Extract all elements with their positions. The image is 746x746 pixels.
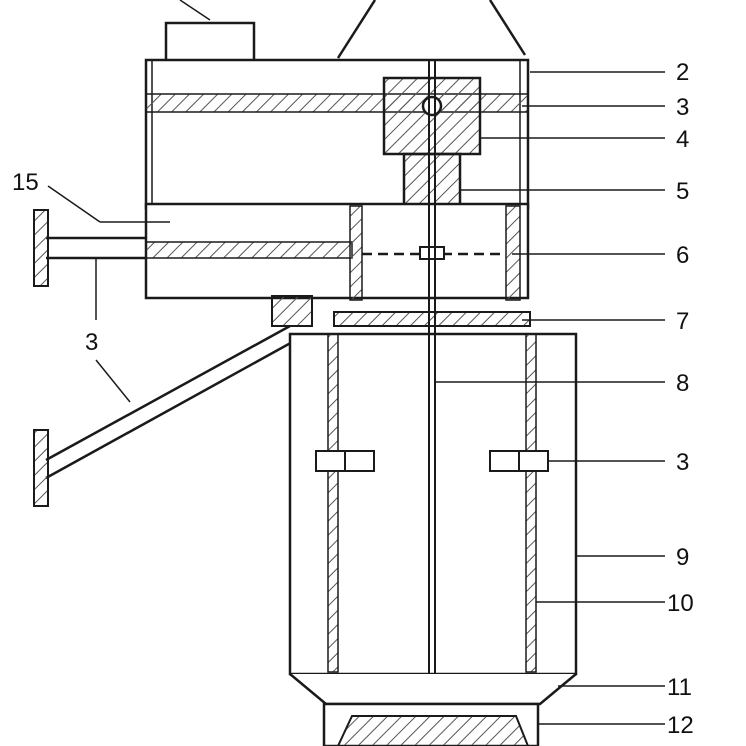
plate: [333, 311, 531, 327]
chamber-right-wall: [505, 205, 521, 301]
inner-tube-right: [525, 333, 537, 673]
label-15: 15: [12, 169, 39, 196]
label-9: 9: [676, 544, 689, 571]
outlet-flange: [33, 429, 49, 507]
chamber-left-wall: [349, 205, 363, 301]
top-box: [164, 21, 256, 63]
inlet-flange: [33, 209, 49, 287]
label-3b: 3: [676, 449, 689, 476]
label-7: 7: [676, 308, 689, 335]
funnel-left-side: [336, 0, 377, 59]
label-11: 11: [667, 674, 692, 701]
label-3a: 3: [676, 94, 689, 121]
lower-hatched-bar: [145, 241, 353, 259]
funnel-right-side: [488, 0, 527, 56]
shaft-circle: [421, 95, 443, 117]
label-8: 8: [676, 370, 689, 397]
filter-center-mark: [419, 246, 445, 260]
label-3c: 3: [85, 329, 98, 356]
label-12: 12: [667, 712, 694, 739]
diag-pipe-bottom: [45, 338, 297, 480]
coupling: [402, 152, 462, 214]
leader-3c-b: [95, 359, 131, 403]
outlet-connector: [271, 295, 313, 327]
cone-bottom: [289, 673, 577, 706]
top-leader-line: [179, 0, 211, 21]
label-2: 2: [676, 59, 689, 86]
inner-tube-left: [327, 333, 339, 673]
label-6: 6: [676, 242, 689, 269]
diag-pipe-top: [45, 324, 291, 462]
label-5: 5: [676, 178, 689, 205]
tray-inner: [336, 715, 530, 746]
label-10: 10: [667, 590, 694, 617]
label-4: 4: [676, 126, 689, 153]
leader-15: [47, 185, 101, 223]
